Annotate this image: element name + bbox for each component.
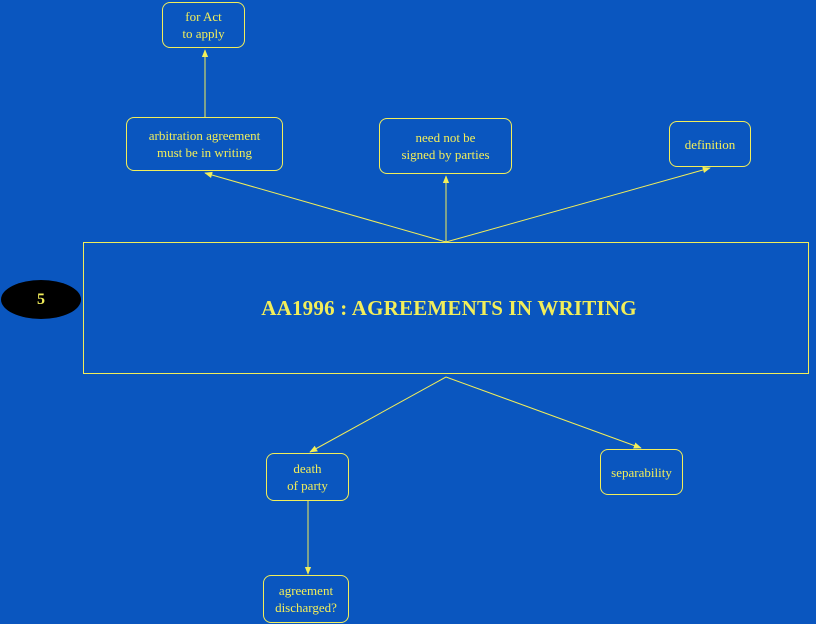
node-for-act[interactable]: for Act to apply	[162, 2, 245, 48]
connector-main-to-arbitration	[204, 171, 447, 243]
node-need-not-be-signed[interactable]: need not be signed by parties	[379, 118, 512, 174]
node-definition[interactable]: definition	[669, 121, 751, 167]
node-death-of-party[interactable]: death of party	[266, 453, 349, 501]
section-number: 5	[37, 290, 45, 308]
section-number-badge: 5	[1, 280, 81, 319]
main-topic-box[interactable]: AA1996 : AGREEMENTS IN WRITING	[83, 242, 809, 374]
main-topic-title: AA1996 : AGREEMENTS IN WRITING	[261, 295, 637, 320]
node-agreement-discharged[interactable]: agreement discharged?	[263, 575, 349, 623]
connector-main-to-death	[309, 376, 447, 453]
connector-main-to-definition	[445, 166, 711, 243]
connector-main-to-separability	[445, 376, 642, 449]
node-arbitration-agreement[interactable]: arbitration agreement must be in writing	[126, 117, 283, 171]
node-separability[interactable]: separability	[600, 449, 683, 495]
